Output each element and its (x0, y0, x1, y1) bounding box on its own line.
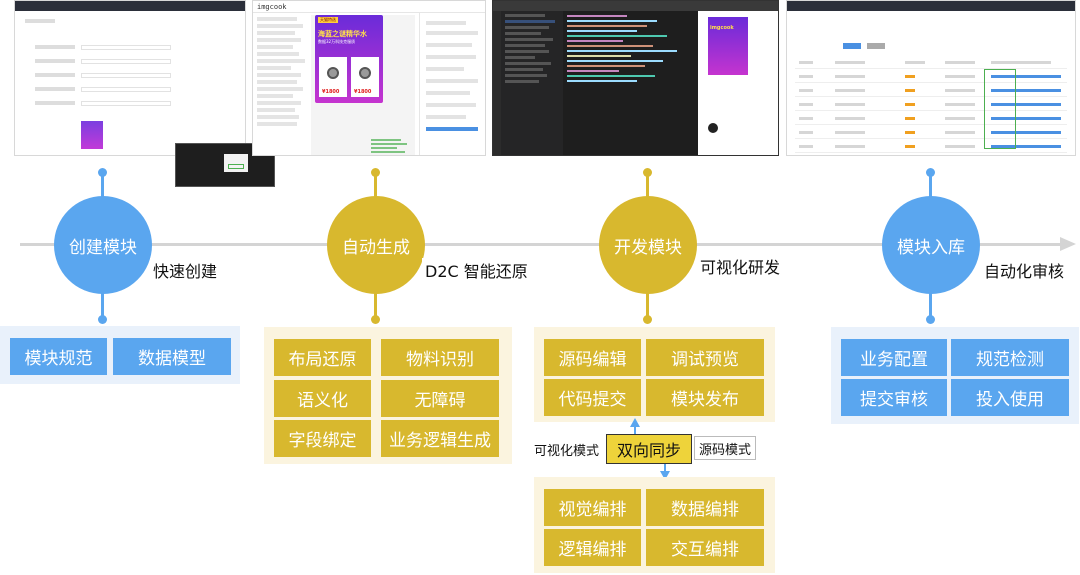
stage-4-knob-bottom (926, 315, 935, 324)
editor-title-bar (493, 1, 778, 11)
design-canvas: 天猫特选 海蓝之谜精华水 数据32万科技克服质 ¥1800 ¥1800 (311, 15, 415, 155)
stage-1-stem-top (101, 172, 104, 202)
review-status-highlight (984, 69, 1016, 149)
property-panel (419, 13, 485, 155)
imgcook-brand: imgcook (253, 1, 485, 13)
stage-2-stem-bottom (374, 290, 377, 320)
stage-3-knob-bottom (643, 315, 652, 324)
live-preview: imgcook (698, 11, 778, 155)
task-module-spec: 模块规范 (10, 338, 107, 375)
stage-3-knob-top (643, 168, 652, 177)
task-module-publish: 模块发布 (646, 379, 764, 416)
stage-1-stem-bottom (101, 290, 104, 320)
stage-label-store: 自动化审核 (981, 258, 1068, 282)
stage-circle-generate: 自动生成 (327, 196, 425, 294)
task-visual-orchestration: 视觉编排 (544, 489, 641, 526)
module-store-screenshot (786, 0, 1076, 156)
record-icon (708, 123, 718, 133)
timeline-axis (20, 243, 1062, 246)
stage-label-generate: D2C 智能还原 (422, 258, 531, 282)
stage-3-stem-top (646, 172, 649, 202)
task-logic-orchestration: 逻辑编排 (544, 529, 641, 566)
source-mode-label: 源码模式 (694, 436, 756, 460)
stage-label-develop: 可视化研发 (697, 254, 784, 278)
ad-banner: 天猫特选 海蓝之谜精华水 数据32万科技克服质 ¥1800 ¥1800 (315, 15, 383, 103)
task-material-recognize: 物料识别 (381, 339, 499, 376)
stage-2-knob-bottom (371, 315, 380, 324)
stage-1-knob-top (98, 168, 107, 177)
activity-bar (493, 11, 501, 155)
ad-subtitle: 数据32万科技克服质 (318, 39, 356, 44)
dev-module-screenshot: imgcook (492, 0, 779, 156)
orchestration-panel: 视觉编排 数据编排 逻辑编排 交互编排 (534, 477, 775, 573)
store-tasks-panel: 业务配置 规范检测 提交审核 投入使用 (831, 327, 1079, 424)
task-source-edit: 源码编辑 (544, 339, 641, 376)
ad-tag: 天猫特选 (318, 17, 338, 23)
sync-arrow-down-shaft (664, 464, 666, 472)
task-data-model: 数据模型 (113, 338, 231, 375)
app-top-bar (787, 1, 1075, 11)
visual-mode-label: 可视化模式 (534, 444, 600, 459)
filter-button (843, 43, 861, 49)
layer-tree (257, 17, 309, 129)
stage-circle-create: 创建模块 (54, 196, 152, 294)
sync-arrow-up-shaft (634, 426, 636, 434)
app-top-bar (15, 1, 245, 11)
module-thumbnail (81, 121, 103, 149)
task-business-logic: 业务逻辑生成 (381, 420, 499, 457)
timeline-arrow-head (1060, 237, 1076, 251)
stage-1-knob-bottom (98, 315, 107, 324)
create-module-screenshot (14, 0, 246, 156)
task-debug-preview: 调试预览 (646, 339, 764, 376)
file-explorer (501, 11, 563, 155)
develop-tasks-panel: 源码编辑 调试预览 代码提交 模块发布 (534, 327, 775, 422)
task-interaction-orchestration: 交互编排 (646, 529, 764, 566)
task-data-orchestration: 数据编排 (646, 489, 764, 526)
generate-tasks-panel: 布局还原 物料识别 语义化 无障碍 字段绑定 业务逻辑生成 (264, 327, 512, 464)
code-editor (567, 15, 697, 85)
task-accessibility: 无障碍 (381, 380, 499, 417)
task-semantic: 语义化 (274, 380, 371, 417)
stage-circle-develop: 开发模块 (599, 196, 697, 294)
stage-3-stem-bottom (646, 290, 649, 320)
task-spec-check: 规范检测 (951, 339, 1069, 376)
generated-code-preview (371, 139, 411, 155)
task-layout-restore: 布局还原 (274, 339, 371, 376)
stage-circle-store: 模块入库 (882, 196, 980, 294)
stage-4-stem-top (929, 172, 932, 202)
product-card: ¥1800 (351, 57, 379, 97)
task-business-config: 业务配置 (841, 339, 947, 376)
stage-4-stem-bottom (929, 290, 932, 320)
stage-4-knob-top (926, 168, 935, 177)
preview-ad: imgcook (708, 17, 748, 75)
sync-arrow-down-icon (660, 471, 670, 480)
two-way-sync-box: 双向同步 (606, 434, 692, 464)
reset-button (867, 43, 885, 49)
stage-2-knob-top (371, 168, 380, 177)
product-card: ¥1800 (319, 57, 347, 97)
sync-arrow-up-icon (630, 418, 640, 427)
task-submit-review: 提交审核 (841, 379, 947, 416)
create-tasks-panel: 模块规范 数据模型 (0, 326, 240, 384)
task-field-binding: 字段绑定 (274, 420, 371, 457)
task-code-commit: 代码提交 (544, 379, 641, 416)
d2c-restore-screenshot: imgcook 天猫特选 海蓝之谜精华水 数据32万科技克服质 ¥1800 ¥1… (252, 0, 486, 156)
stage-2-stem-top (374, 172, 377, 202)
ad-title: 海蓝之谜精华水 (318, 30, 367, 38)
stage-label-create: 快速创建 (150, 258, 221, 282)
task-put-into-use: 投入使用 (951, 379, 1069, 416)
